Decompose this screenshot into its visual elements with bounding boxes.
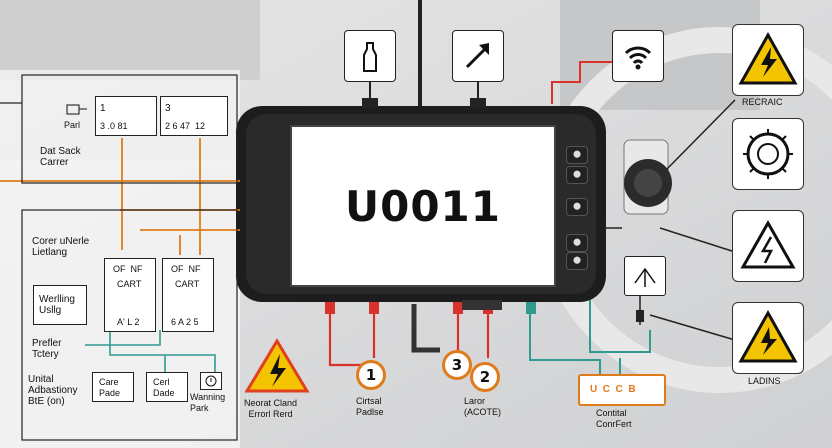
side-button-3[interactable]: ⬤ xyxy=(566,198,588,216)
box2-top: 3 xyxy=(165,103,171,114)
port-label: Parl xyxy=(64,120,81,130)
antenna-box xyxy=(624,256,666,296)
care-box: Care Pade xyxy=(92,372,134,402)
side-button-4[interactable]: ⬤ xyxy=(566,234,588,252)
cart1-mid: CART xyxy=(117,279,142,289)
connector-text: U C C B xyxy=(590,384,636,395)
display-screen: U0011 xyxy=(290,125,556,287)
wifi-icon-card xyxy=(612,30,664,82)
care-label: Care Pade xyxy=(99,377,121,398)
warning-label: Werlling Usllg xyxy=(39,294,75,316)
bottle-icon xyxy=(363,42,377,72)
callout-1: 1 xyxy=(356,360,386,390)
cart2-bottom: 6 A 2 5 xyxy=(171,317,199,327)
hazard1-label: RECRAIC xyxy=(742,97,783,107)
cart-box-1: OF NF CART A' L 2 xyxy=(104,258,156,332)
callout-2: 2 xyxy=(470,362,500,392)
arrow-icon xyxy=(465,43,489,69)
side-button-1[interactable]: ⬤ xyxy=(566,146,588,164)
port-icon xyxy=(66,104,87,115)
cart2-mid: CART xyxy=(175,279,200,289)
warning-park-label: Wanning Park xyxy=(190,392,226,413)
cart1-top: OF NF xyxy=(113,264,143,274)
connector-block: U C C B xyxy=(578,374,666,406)
cool-label: Cerl Dade xyxy=(153,377,175,398)
connector-label: Contital ConrFert xyxy=(596,408,632,429)
connector-box-2: 3 2 6 47 12 xyxy=(160,96,228,136)
section-label: Corer uNerle Lietlang xyxy=(32,236,90,258)
callout-2-label: Laror (ACOTE) xyxy=(464,396,501,417)
shock-hazard-icon xyxy=(738,309,798,363)
warning-park-icon xyxy=(205,375,217,387)
callout-3: 3 xyxy=(442,350,472,380)
hazard-card-gear xyxy=(732,118,804,190)
cart-box-2: OF NF CART 6 A 2 5 xyxy=(162,258,214,332)
box2-bottom: 2 6 47 12 xyxy=(165,121,206,131)
cart1-bottom: A' L 2 xyxy=(117,317,140,327)
bottle-icon-card xyxy=(344,30,396,82)
cool-box: Cerl Dade xyxy=(146,372,188,402)
side-button-2[interactable]: ⬤ xyxy=(566,166,588,184)
hazard-card-electric xyxy=(732,24,804,96)
error-label: Neorat Cland Errorl Rerd xyxy=(244,398,298,419)
box1-bottom: 3 .0 81 xyxy=(100,121,128,131)
hazard-card-shock xyxy=(732,302,804,374)
lightning-warning-icon xyxy=(740,219,796,269)
dash-label: Dat Sack Carrer xyxy=(40,146,81,168)
unital-label: Unital Adbastiony BtE (on) xyxy=(28,374,78,407)
error-code: U0011 xyxy=(345,181,501,231)
shock-warning-icon xyxy=(244,338,310,393)
antenna-icon xyxy=(634,267,656,287)
side-button-5[interactable]: ⬤ xyxy=(566,252,588,270)
wifi-icon xyxy=(624,46,652,70)
gear-hazard-icon xyxy=(743,129,793,179)
prefer-label: Prefler Tctery xyxy=(32,338,62,360)
electric-hazard-icon xyxy=(738,31,798,85)
arrow-icon-card xyxy=(452,30,504,82)
hazard-card-lightning xyxy=(732,210,804,282)
box1-top: 1 xyxy=(100,103,106,114)
cart2-top: OF NF xyxy=(171,264,201,274)
hazard4-label: LADINS xyxy=(748,376,781,386)
callout-1-label: Cirtsal Padlse xyxy=(356,396,384,417)
connector-box-1: 1 3 .0 81 xyxy=(95,96,157,136)
warning-box: Werlling Usllg xyxy=(33,285,87,325)
warning-park-box xyxy=(200,372,222,390)
